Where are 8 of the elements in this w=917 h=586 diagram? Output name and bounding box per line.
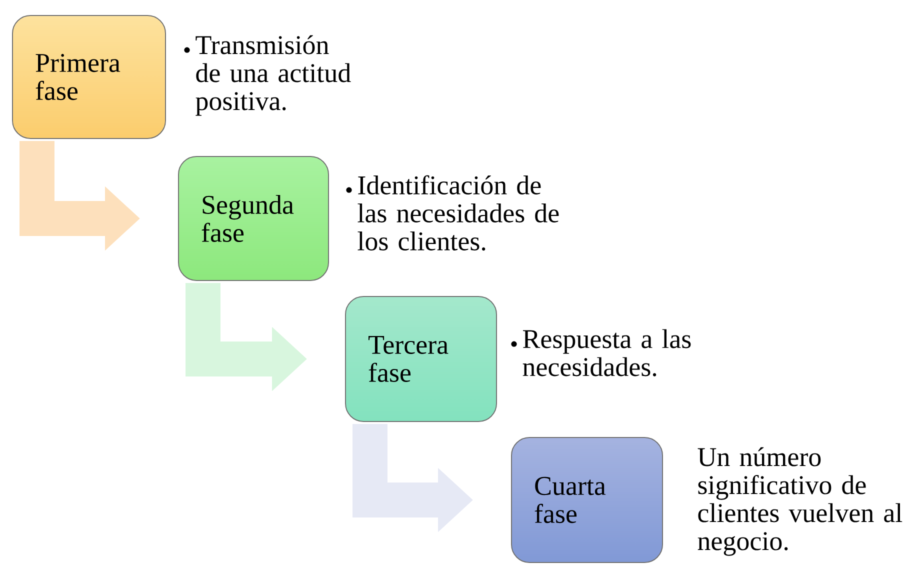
description-text: Transmisión de una actitud positiva. [196,35,351,116]
phase-box: Primera fase [12,15,166,139]
description-text: Un número significativo de clientes vuelven al negocio. [698,447,902,556]
phase-box: Tercera fase [345,296,497,422]
phase-box: Cuarta fase [511,437,664,563]
phase-box: Segunda fase [178,156,329,281]
description-text: Respuesta a las necesidades. [522,329,691,376]
description-text: Identificación de las necesidades de los clientes. [358,175,559,251]
